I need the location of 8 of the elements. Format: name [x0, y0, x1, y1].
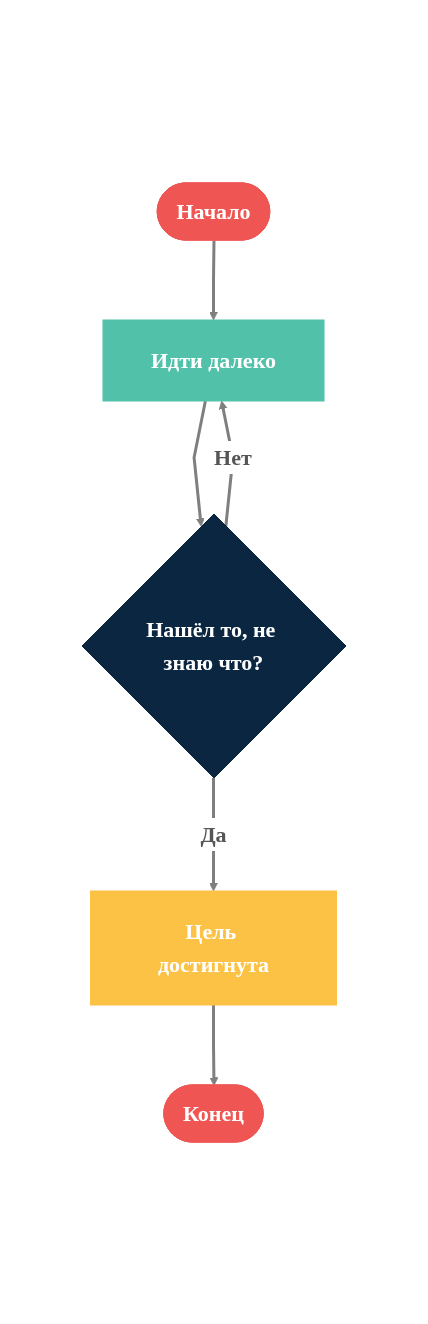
edge-label: Да: [200, 821, 227, 847]
node-box: Идти далеко: [102, 319, 325, 401]
arrow: [192, 400, 207, 527]
arrow: [209, 239, 218, 320]
node-box: Цель достигнута: [90, 890, 337, 1005]
arrow: [209, 1004, 219, 1086]
edge-label: Нет: [214, 444, 252, 470]
node-diamond: Нашёл то, не знаю что?: [81, 513, 347, 778]
